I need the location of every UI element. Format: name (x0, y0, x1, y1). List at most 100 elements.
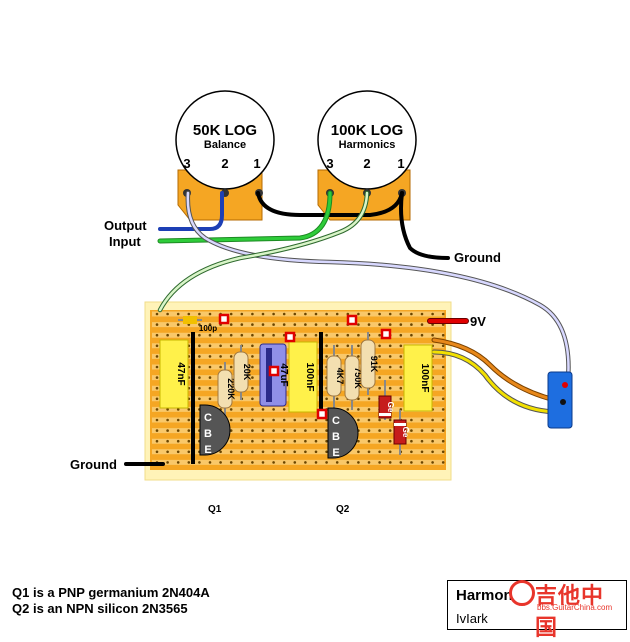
q1-label: Q1 (208, 504, 222, 515)
board-hole (399, 344, 403, 348)
nine-volt-label: 9V (470, 314, 486, 329)
resistor-91k (360, 339, 376, 389)
board-hole (420, 418, 424, 422)
board-hole (229, 461, 233, 464)
board-hole (282, 461, 286, 464)
pot-balance-value: 50K LOG (193, 122, 257, 139)
board-hole (155, 333, 159, 337)
board-hole (388, 439, 392, 443)
board-hole (357, 355, 360, 358)
board-hole (388, 418, 392, 422)
board-hole (431, 450, 434, 454)
diode-1-label: Ge (386, 402, 395, 413)
board-hole (293, 450, 297, 454)
board-hole (420, 461, 424, 464)
pot-harmonics[interactable]: 100K LOG Harmonics 3 2 1 (317, 90, 417, 221)
board-hole (410, 450, 413, 454)
ground-jumper-wire (256, 191, 404, 217)
battery-snap[interactable] (547, 371, 573, 429)
board-hole (314, 461, 318, 464)
pot-harmonics-lug-3: 3 (326, 156, 333, 171)
board-hole (240, 418, 244, 422)
pot-balance[interactable]: 50K LOG Balance 3 2 1 (175, 90, 275, 221)
board-hole (304, 333, 307, 337)
board-hole (166, 429, 169, 432)
pot-balance-name: Balance (204, 139, 246, 151)
board-hole (431, 418, 434, 422)
board-hole (166, 450, 169, 454)
board-hole (240, 450, 244, 454)
watermark-subtext: bbs.GuitarChina.com (537, 603, 613, 612)
board-hole (176, 461, 180, 464)
board-hole (304, 418, 307, 422)
board-hole (325, 418, 328, 422)
board-hole (420, 312, 424, 316)
board-hole (155, 365, 159, 369)
board-hole (441, 397, 445, 401)
output-label: Output (104, 218, 147, 233)
pot-balance-lug-1: 1 (253, 156, 260, 171)
board-hole (261, 323, 265, 326)
board-hole (378, 450, 381, 454)
board-hole (325, 355, 328, 358)
board-hole (441, 355, 445, 358)
board-hole (240, 312, 244, 316)
board-hole (240, 333, 244, 337)
board-hole (388, 365, 392, 369)
q2-pin-e: E (332, 447, 339, 459)
cap-100p (183, 316, 197, 324)
board-hole (251, 450, 254, 454)
board-hole (304, 323, 307, 326)
board-hole (187, 333, 191, 337)
board-hole (176, 333, 180, 337)
board-hole (441, 450, 445, 454)
board-hole (229, 429, 233, 432)
board-hole (155, 323, 159, 326)
note-q2: Q2 is an NPN silicon 2N3565 (12, 601, 188, 616)
ground-label-left: Ground (70, 457, 117, 472)
board-hole (251, 429, 254, 432)
board-hole (357, 439, 360, 443)
board-hole (251, 333, 254, 337)
board-hole (176, 439, 180, 443)
board-hole (399, 386, 403, 390)
board-hole (441, 408, 445, 411)
board-hole (314, 312, 318, 316)
board-hole (325, 344, 328, 348)
board-hole (441, 376, 445, 379)
resistor-20k-label: 20K (242, 364, 252, 381)
resistor-750k-label: 750K (353, 367, 363, 389)
board-hole (335, 397, 339, 401)
board-hole (378, 461, 381, 464)
board-hole (282, 429, 286, 432)
board-hole (304, 312, 307, 316)
board-hole (187, 418, 191, 422)
board-hole (378, 429, 381, 432)
board-hole (325, 450, 328, 454)
board-hole (272, 333, 275, 337)
board-hole (388, 450, 392, 454)
board-hole (410, 418, 413, 422)
board-hole (261, 429, 265, 432)
board-hole (229, 323, 233, 326)
board-hole (176, 418, 180, 422)
board-hole (367, 323, 371, 326)
board-hole (399, 365, 403, 369)
board-hole (187, 429, 191, 432)
pot-harmonics-lug-2: 2 (363, 156, 370, 171)
board-hole (441, 344, 445, 348)
board-hole (378, 323, 381, 326)
board-hole (155, 429, 159, 432)
note-q1: Q1 is a PNP germanium 2N404A (12, 585, 210, 600)
board-hole (166, 418, 169, 422)
board-hole (399, 323, 403, 326)
board-hole (272, 312, 275, 316)
board-hole (420, 429, 424, 432)
cap-47nf (159, 339, 189, 409)
board-hole (431, 333, 434, 337)
q1-pin-c: C (204, 412, 212, 424)
board-hole (251, 312, 254, 316)
board-hole (325, 312, 328, 316)
board-hole (240, 429, 244, 432)
board-hole (229, 355, 233, 358)
